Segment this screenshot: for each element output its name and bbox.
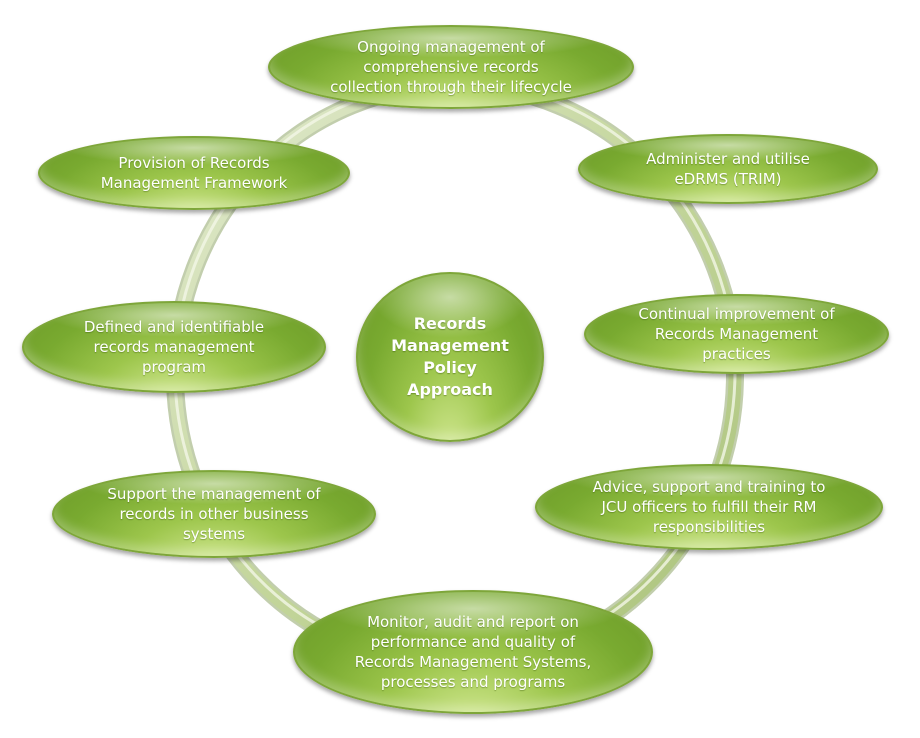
- node-defined-program: Defined and identifiable records managem…: [22, 301, 326, 393]
- node-advice-support-training-label: Advice, support and training to JCU offi…: [592, 478, 826, 536]
- node-ongoing-management-label: Ongoing management of comprehensive reco…: [330, 38, 572, 96]
- node-continual-improvement: Continual improvement of Records Managem…: [584, 294, 889, 374]
- node-monitor-audit-report-label: Monitor, audit and report on performance…: [354, 613, 592, 691]
- node-defined-program-label: Defined and identifiable records managem…: [83, 318, 265, 376]
- node-administer-edrms-label: Administer and utilise eDRMS (TRIM): [646, 150, 810, 188]
- node-support-other-systems: Support the management of records in oth…: [52, 470, 376, 558]
- node-support-other-systems-label: Support the management of records in oth…: [107, 485, 321, 543]
- node-administer-edrms: Administer and utilise eDRMS (TRIM): [578, 134, 878, 204]
- node-continual-improvement-label: Continual improvement of Records Managem…: [638, 305, 835, 363]
- node-advice-support-training: Advice, support and training to JCU offi…: [535, 464, 883, 550]
- node-provision-framework-label: Provision of Records Management Framewor…: [100, 154, 288, 192]
- node-ongoing-management: Ongoing management of comprehensive reco…: [268, 25, 634, 109]
- center-policy-approach: Records Management Policy Approach: [356, 272, 544, 442]
- node-provision-framework: Provision of Records Management Framewor…: [38, 136, 350, 210]
- node-monitor-audit-report: Monitor, audit and report on performance…: [293, 590, 653, 714]
- center-policy-approach-label: Records Management Policy Approach: [391, 314, 509, 399]
